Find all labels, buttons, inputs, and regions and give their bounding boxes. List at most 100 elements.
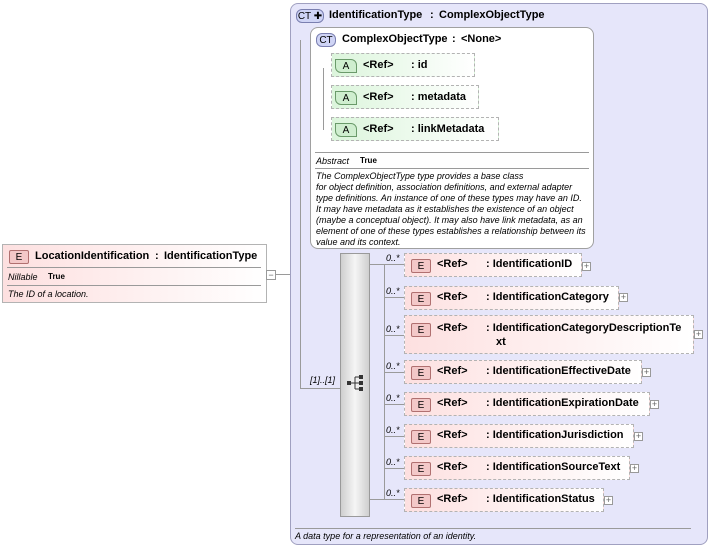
element-identification-category-description-text[interactable]: E <Ref> : IdentificationCategoryDescript… xyxy=(404,315,694,354)
element-badge: E xyxy=(411,430,431,444)
inner-divider-2 xyxy=(315,168,589,169)
attribute-name: : id xyxy=(411,59,428,71)
nillable-label: Nillable xyxy=(8,272,38,282)
element-name: : IdentificationStatus xyxy=(486,493,595,505)
attribute-linkmetadata[interactable]: A <Ref> : linkMetadata xyxy=(331,117,499,141)
element-name: : IdentificationEffectiveDate xyxy=(486,365,631,377)
element-occurrence: 0..* xyxy=(386,253,400,263)
sequence-occurrence: [1]..[1] xyxy=(310,375,336,385)
root-element-box[interactable]: E LocationIdentification : Identificatio… xyxy=(2,244,267,303)
element-identification-id[interactable]: E <Ref> : IdentificationID xyxy=(404,253,582,277)
element-occurrence: 0..* xyxy=(386,425,400,435)
root-element-name: LocationIdentification xyxy=(35,250,150,262)
branch xyxy=(384,404,404,405)
element-ref: <Ref> xyxy=(437,291,468,303)
root-divider xyxy=(7,267,261,268)
attribute-metadata[interactable]: A <Ref> : metadata xyxy=(331,85,479,109)
sequence-connector-vertical xyxy=(300,40,301,388)
sequence-icon xyxy=(347,375,363,391)
complex-type-badge: CT ✚ xyxy=(296,9,324,23)
outer-type-separator: : xyxy=(430,9,434,21)
element-identification-category[interactable]: E <Ref> : IdentificationCategory xyxy=(404,286,619,310)
attribute-group-line xyxy=(323,68,324,130)
element-name: : IdentificationSourceText xyxy=(486,461,621,473)
inner-type-base: <None> xyxy=(461,33,502,45)
element-ref: <Ref> xyxy=(437,322,468,334)
element-badge: E xyxy=(9,250,29,264)
outer-type-description: A data type for a representation of an i… xyxy=(295,531,477,541)
attribute-ref: <Ref> xyxy=(363,91,394,103)
outer-type-name: IdentificationType xyxy=(329,9,423,21)
abstract-value: True xyxy=(360,156,377,165)
element-occurrence: 0..* xyxy=(386,393,400,403)
element-badge: E xyxy=(411,494,431,508)
outer-divider xyxy=(295,528,691,529)
element-identification-expiration-date[interactable]: E <Ref> : IdentificationExpirationDate xyxy=(404,392,650,416)
sequence-compositor[interactable] xyxy=(340,253,370,517)
element-occurrence: 0..* xyxy=(386,324,400,334)
element-identification-jurisdiction[interactable]: E <Ref> : IdentificationJurisdiction xyxy=(404,424,634,448)
expand-button[interactable]: + xyxy=(604,495,613,505)
element-badge: E xyxy=(411,462,431,476)
complex-type-badge-inner: CT xyxy=(316,33,336,47)
branch xyxy=(370,499,404,500)
element-identification-source-text[interactable]: E <Ref> : IdentificationSourceText xyxy=(404,456,630,480)
element-name: : IdentificationJurisdiction xyxy=(486,429,624,441)
nillable-value: True xyxy=(48,272,65,281)
element-badge: E xyxy=(411,259,431,273)
branch xyxy=(384,335,404,336)
attribute-badge: A xyxy=(335,123,357,137)
abstract-label: Abstract xyxy=(316,156,350,166)
inner-type-description: The ComplexObjectType type provides a ba… xyxy=(316,171,586,247)
attribute-ref: <Ref> xyxy=(363,59,394,71)
expand-button[interactable]: + xyxy=(630,463,639,473)
sequence-connector-horizontal xyxy=(300,388,340,389)
attribute-badge: A xyxy=(335,59,357,73)
inner-type-box[interactable]: CT ComplexObjectType : <None> A <Ref> : … xyxy=(310,27,594,249)
root-description: The ID of a location. xyxy=(8,289,89,299)
element-name: : IdentificationExpirationDate xyxy=(486,397,639,409)
attribute-id[interactable]: A <Ref> : id xyxy=(331,53,475,77)
connector-root-to-type xyxy=(276,274,290,275)
element-badge: E xyxy=(411,323,431,337)
extension-icon: ✚ xyxy=(310,11,323,22)
element-ref: <Ref> xyxy=(437,258,468,270)
element-name-line2: xt xyxy=(496,336,506,348)
expand-button[interactable]: + xyxy=(694,329,703,339)
branch xyxy=(384,436,404,437)
element-name: : IdentificationID xyxy=(486,258,573,270)
element-occurrence: 0..* xyxy=(386,488,400,498)
element-ref: <Ref> xyxy=(437,365,468,377)
element-ref: <Ref> xyxy=(437,493,468,505)
expand-button[interactable]: + xyxy=(634,431,643,441)
branch xyxy=(384,297,404,298)
attribute-name: : linkMetadata xyxy=(411,123,485,135)
inner-type-name: ComplexObjectType xyxy=(342,33,448,45)
element-occurrence: 0..* xyxy=(386,286,400,296)
outer-type-base: ComplexObjectType xyxy=(439,9,545,21)
element-badge: E xyxy=(411,366,431,380)
branch xyxy=(370,264,404,265)
element-identification-status[interactable]: E <Ref> : IdentificationStatus xyxy=(404,488,604,512)
element-name-line1: : IdentificationCategoryDescriptionTe xyxy=(486,322,682,334)
root-divider-2 xyxy=(7,285,261,286)
expand-button[interactable]: + xyxy=(650,399,659,409)
element-badge: E xyxy=(411,398,431,412)
inner-divider xyxy=(315,152,589,153)
element-identification-effective-date[interactable]: E <Ref> : IdentificationEffectiveDate xyxy=(404,360,642,384)
element-name: : IdentificationCategory xyxy=(486,291,609,303)
inner-type-separator: : xyxy=(452,33,456,45)
attribute-name: : metadata xyxy=(411,91,467,103)
expand-button[interactable]: + xyxy=(582,261,591,271)
attribute-badge: A xyxy=(335,91,357,105)
root-element-type: IdentificationType xyxy=(164,250,258,262)
attribute-ref: <Ref> xyxy=(363,123,394,135)
expand-button[interactable]: + xyxy=(642,367,651,377)
element-occurrence: 0..* xyxy=(386,457,400,467)
branch xyxy=(384,372,404,373)
collapse-button[interactable]: − xyxy=(266,270,276,280)
element-ref: <Ref> xyxy=(437,429,468,441)
expand-button[interactable]: + xyxy=(619,292,628,302)
element-badge: E xyxy=(411,292,431,306)
element-occurrence: 0..* xyxy=(386,361,400,371)
